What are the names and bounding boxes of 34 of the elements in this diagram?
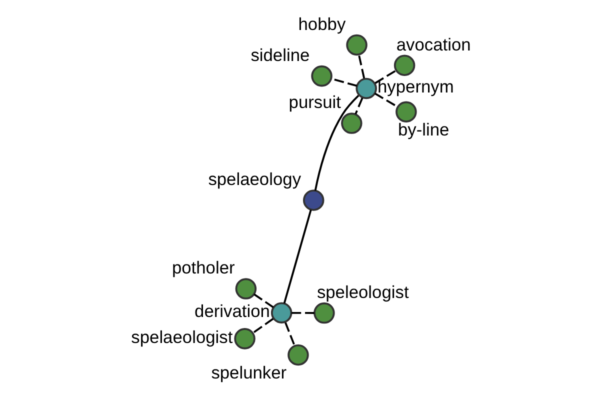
node-circle bbox=[310, 65, 332, 87]
connector bbox=[284, 322, 296, 346]
node-circle bbox=[234, 328, 255, 350]
node-circle bbox=[270, 302, 292, 324]
node-label: speleologist bbox=[316, 282, 408, 302]
node-circle bbox=[302, 190, 324, 211]
node-label: sideline bbox=[250, 44, 310, 65]
node-label: avocation bbox=[396, 34, 470, 54]
node-circle bbox=[234, 278, 256, 300]
node-circle bbox=[287, 344, 308, 366]
node-label: spelunker bbox=[210, 362, 286, 383]
connector bbox=[374, 70, 396, 84]
node-circle bbox=[346, 34, 367, 56]
connector bbox=[358, 54, 365, 79]
node-label: potholer bbox=[171, 258, 234, 278]
node-circle bbox=[340, 112, 362, 134]
node-label: hypernym bbox=[377, 76, 454, 97]
connector bbox=[314, 94, 359, 191]
connector bbox=[290, 312, 314, 314]
node-label: pursuit bbox=[288, 92, 341, 112]
connector bbox=[282, 210, 312, 304]
node-circle bbox=[355, 78, 376, 100]
connector bbox=[354, 98, 363, 114]
node-label: derivation bbox=[194, 301, 270, 322]
connector bbox=[253, 294, 274, 308]
node-label: by-line bbox=[397, 120, 449, 140]
node-circle bbox=[393, 54, 415, 76]
node-label: hobby bbox=[298, 14, 346, 34]
node-circle bbox=[395, 101, 416, 123]
node-label: spelaeologist bbox=[130, 326, 232, 347]
connector bbox=[252, 318, 274, 334]
node-circle bbox=[313, 302, 334, 324]
connector bbox=[374, 92, 398, 108]
node-label: spelaeology bbox=[208, 169, 301, 190]
